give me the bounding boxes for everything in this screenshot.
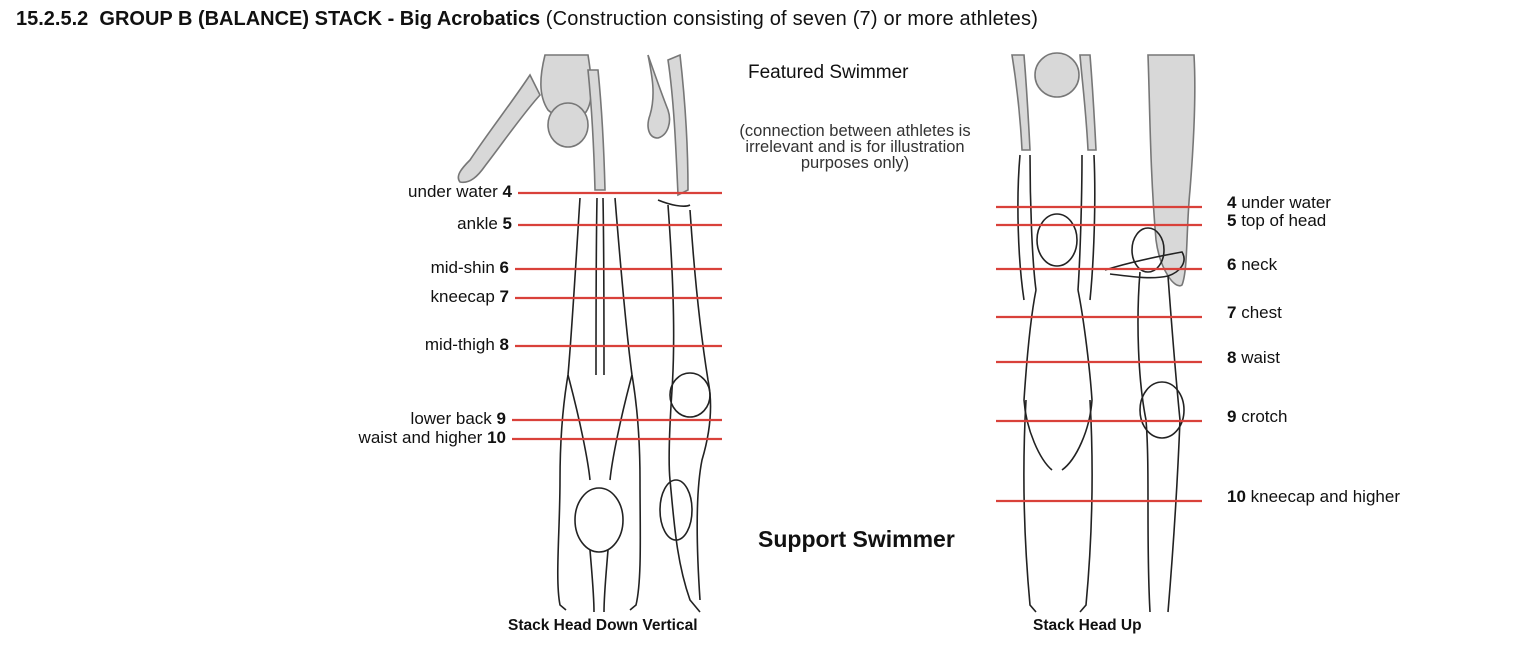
level-name: ankle <box>457 214 502 233</box>
head-down-level-label-8: mid-thigh 8 <box>425 335 509 355</box>
level-name: mid-thigh <box>425 335 500 354</box>
level-name: crotch <box>1236 407 1287 426</box>
level-number: 8 <box>500 335 509 354</box>
level-name: chest <box>1236 303 1281 322</box>
level-number: 10 <box>1227 487 1246 506</box>
level-name: kneecap <box>431 287 500 306</box>
featured-swimmer-label: Featured Swimmer <box>748 62 909 84</box>
level-name: kneecap and higher <box>1246 487 1400 506</box>
featured-swimmer-head-up-front <box>1012 53 1096 150</box>
head-down-level-label-6: mid-shin 6 <box>431 258 509 278</box>
level-name: under water <box>408 182 503 201</box>
head-up-level-label-10: 10 kneecap and higher <box>1227 487 1400 507</box>
level-number: 10 <box>487 428 506 447</box>
featured-swimmer-head-up-side <box>1148 55 1195 286</box>
support-swimmer-head-down-front <box>558 198 641 612</box>
featured-swimmer-note: (connection between athletes is irreleva… <box>722 123 988 171</box>
support-swimmer-head-up-front <box>1018 155 1095 612</box>
level-name: under water <box>1236 193 1331 212</box>
featured-swimmer-head-down-front <box>458 55 605 190</box>
level-name: mid-shin <box>431 258 500 277</box>
level-name: top of head <box>1236 211 1326 230</box>
level-name: neck <box>1236 255 1277 274</box>
head-up-level-label-7: 7 chest <box>1227 303 1282 323</box>
head-up-level-label-6: 6 neck <box>1227 255 1277 275</box>
support-swimmer-head-down-side <box>658 200 710 612</box>
head-down-level-label-7: kneecap 7 <box>431 287 509 307</box>
caption-head-down: Stack Head Down Vertical <box>508 617 698 635</box>
level-number: 7 <box>500 287 509 306</box>
head-up-level-label-4: 4 under water <box>1227 193 1331 213</box>
level-number: 5 <box>503 214 512 233</box>
level-name: waist <box>1236 348 1279 367</box>
level-number: 9 <box>497 409 506 428</box>
head-down-level-label-9: lower back 9 <box>411 409 506 429</box>
head-down-level-label-10: waist and higher 10 <box>359 428 506 448</box>
level-number: 6 <box>500 258 509 277</box>
level-name: lower back <box>411 409 497 428</box>
head-up-level-label-9: 9 crotch <box>1227 407 1288 427</box>
featured-swimmer-head-down-side <box>648 55 688 195</box>
level-name: waist and higher <box>359 428 488 447</box>
head-down-level-label-5: ankle 5 <box>457 214 512 234</box>
caption-head-up: Stack Head Up <box>1033 617 1142 635</box>
support-swimmer-label: Support Swimmer <box>758 526 955 553</box>
level-number: 4 <box>503 182 512 201</box>
head-down-level-label-4: under water 4 <box>408 182 512 202</box>
head-up-level-label-5: 5 top of head <box>1227 211 1326 231</box>
head-up-level-label-8: 8 waist <box>1227 348 1280 368</box>
